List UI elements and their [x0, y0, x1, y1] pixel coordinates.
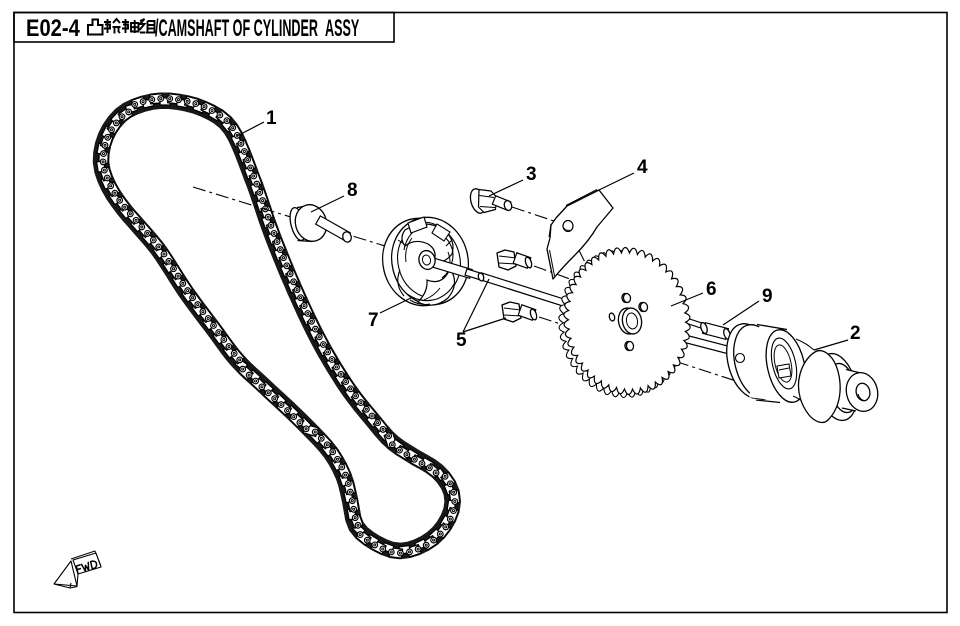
svg-text:4: 4	[637, 157, 648, 178]
svg-text:/CAMSHAFT OF CYLINDER ASSY: /CAMSHAFT OF CYLINDER ASSY	[155, 16, 359, 42]
svg-text:9: 9	[762, 286, 773, 307]
svg-text:1: 1	[266, 108, 277, 129]
svg-text:6: 6	[706, 279, 717, 300]
svg-text:3: 3	[526, 164, 537, 185]
svg-text:E02-4: E02-4	[26, 14, 80, 41]
svg-text:5: 5	[456, 330, 467, 351]
svg-text:8: 8	[347, 180, 358, 201]
svg-text:7: 7	[368, 310, 379, 331]
svg-text:2: 2	[850, 323, 861, 344]
